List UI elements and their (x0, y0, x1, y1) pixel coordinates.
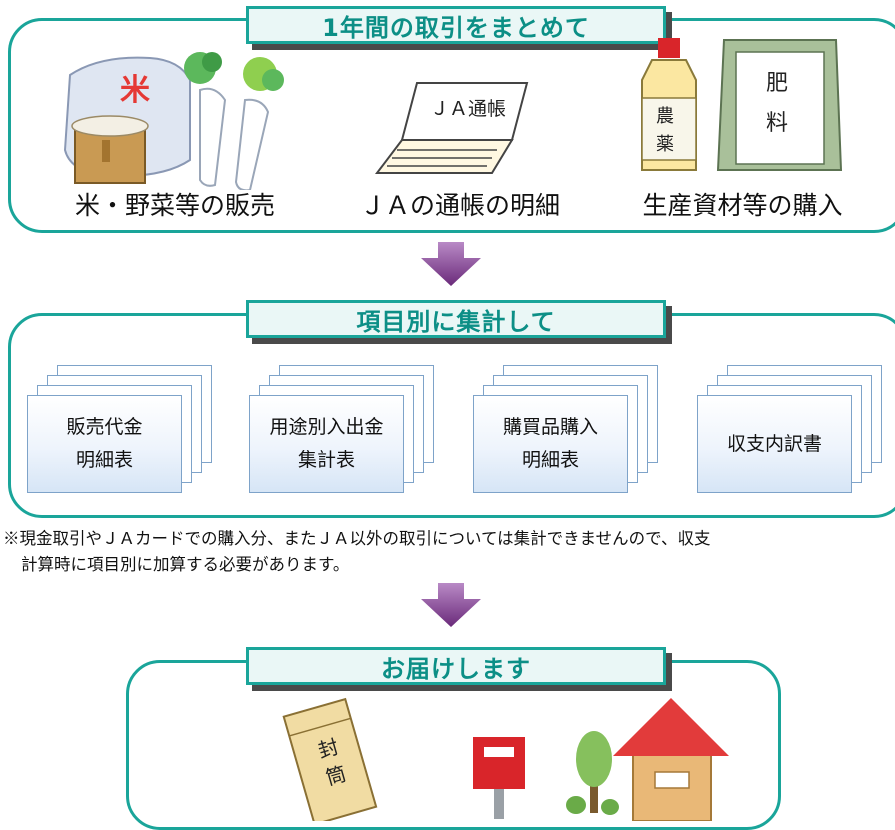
postbox-icon (473, 737, 525, 819)
note-line-1: ※現金取引やＪＡカードでの購入分、またＪＡ以外の取引については集計できませんので… (3, 529, 711, 548)
bottle-text-2: 薬 (656, 134, 674, 155)
passbook-caption: ＪＡの通帳の明細 (359, 191, 560, 220)
bag-text-1: 肥 (766, 71, 788, 96)
totals-title-banner: 項目別に集計して (246, 300, 666, 338)
rice-mark: 米 (120, 73, 150, 108)
document-line1: 販売代金 (66, 416, 143, 438)
document-line1: 用途別入出金 (269, 416, 384, 438)
document-line1: 購買品購入 (502, 416, 598, 438)
note-line-2: 計算時に項目別に加算する必要があります。 (21, 555, 350, 574)
document-line2: 明細表 (521, 449, 579, 471)
document-card: 購買品購入 明細表 (473, 395, 628, 493)
purchase-caption: 生産資材等の購入 (642, 191, 843, 220)
summary-title-banner: 1年間の取引をまとめて (246, 6, 666, 44)
materials-illustration: 農 薬 肥 料 (641, 38, 843, 171)
document-stack-sales: 販売代金 明細表 (27, 365, 212, 495)
tree-icon (566, 731, 619, 815)
document-stack-purchase: 購買品購入 明細表 (473, 365, 658, 495)
down-arrow-icon (421, 583, 481, 627)
passbook-label: ＪＡ通帳 (430, 98, 506, 120)
rice-vegetables-illustration: 米 (63, 52, 284, 190)
down-arrow-icon (421, 242, 481, 286)
deliver-title: お届けします (381, 654, 531, 683)
passbook-illustration: ＪＡ通帳 (374, 82, 529, 174)
document-stack-cashflow: 用途別入出金 集計表 (249, 365, 434, 495)
summary-title: 1年間の取引をまとめて (322, 13, 590, 42)
document-card: 用途別入出金 集計表 (249, 395, 404, 493)
document-card: 収支内訳書 (697, 395, 852, 493)
bag-text-2: 料 (766, 111, 788, 136)
document-line2: 明細表 (75, 449, 133, 471)
deliver-title-banner: お届けします (246, 647, 666, 685)
document-line2: 集計表 (297, 449, 355, 471)
document-line1: 収支内訳書 (726, 432, 822, 455)
sales-caption: 米・野菜等の販売 (74, 191, 275, 220)
house-icon (613, 698, 729, 821)
bottle-text-1: 農 (656, 106, 674, 127)
document-stack-statement: 収支内訳書 (697, 365, 882, 495)
document-card: 販売代金 明細表 (27, 395, 182, 493)
totals-title: 項目別に集計して (356, 307, 556, 336)
envelope-illustration: 封 筒 (282, 697, 378, 821)
